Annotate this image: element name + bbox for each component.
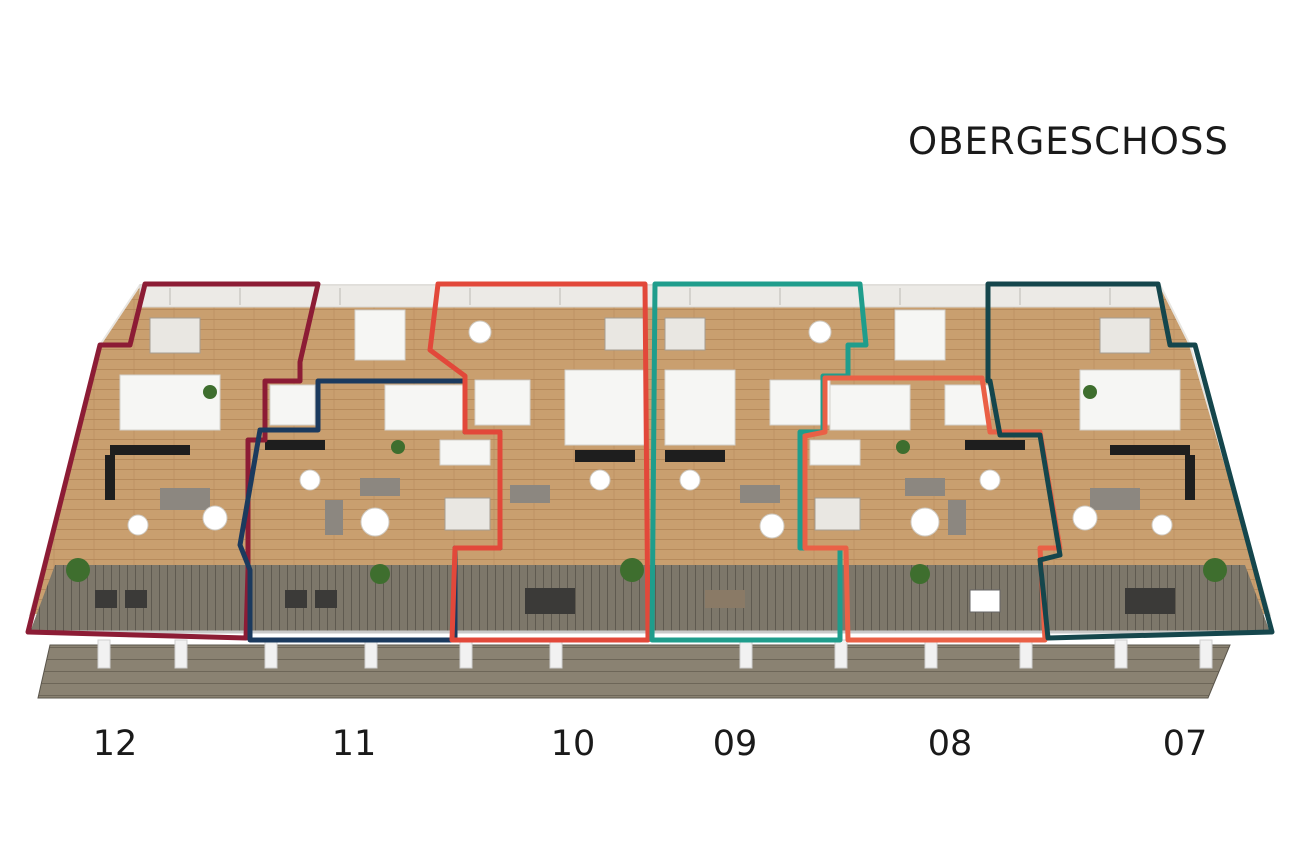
- unit-label-10: 10: [550, 724, 596, 764]
- ground-plate: [37, 644, 1231, 699]
- sofas: [160, 478, 1140, 535]
- unit-label-08: 08: [927, 724, 973, 764]
- unit-label-12: 12: [92, 724, 138, 764]
- terrace-furniture: [95, 588, 1175, 614]
- unit-label-09: 09: [712, 724, 758, 764]
- window-band: [139, 284, 1161, 308]
- unit-07-outline: [985, 281, 1275, 641]
- support-columns: [97, 639, 1213, 669]
- unit-08-outline: [802, 375, 1063, 643]
- unit-label-11: 11: [331, 724, 377, 764]
- beds: [149, 317, 1151, 531]
- floor-title: OBERGESCHOSS: [908, 120, 1229, 163]
- interior-walls: [119, 309, 1181, 466]
- unit-label-07: 07: [1162, 724, 1208, 764]
- kitchen-counters: [105, 440, 1195, 500]
- plants: [66, 385, 1227, 584]
- unit-10-outline: [427, 281, 651, 643]
- unit-12-outline: [25, 281, 321, 641]
- round-tables: [127, 320, 1173, 539]
